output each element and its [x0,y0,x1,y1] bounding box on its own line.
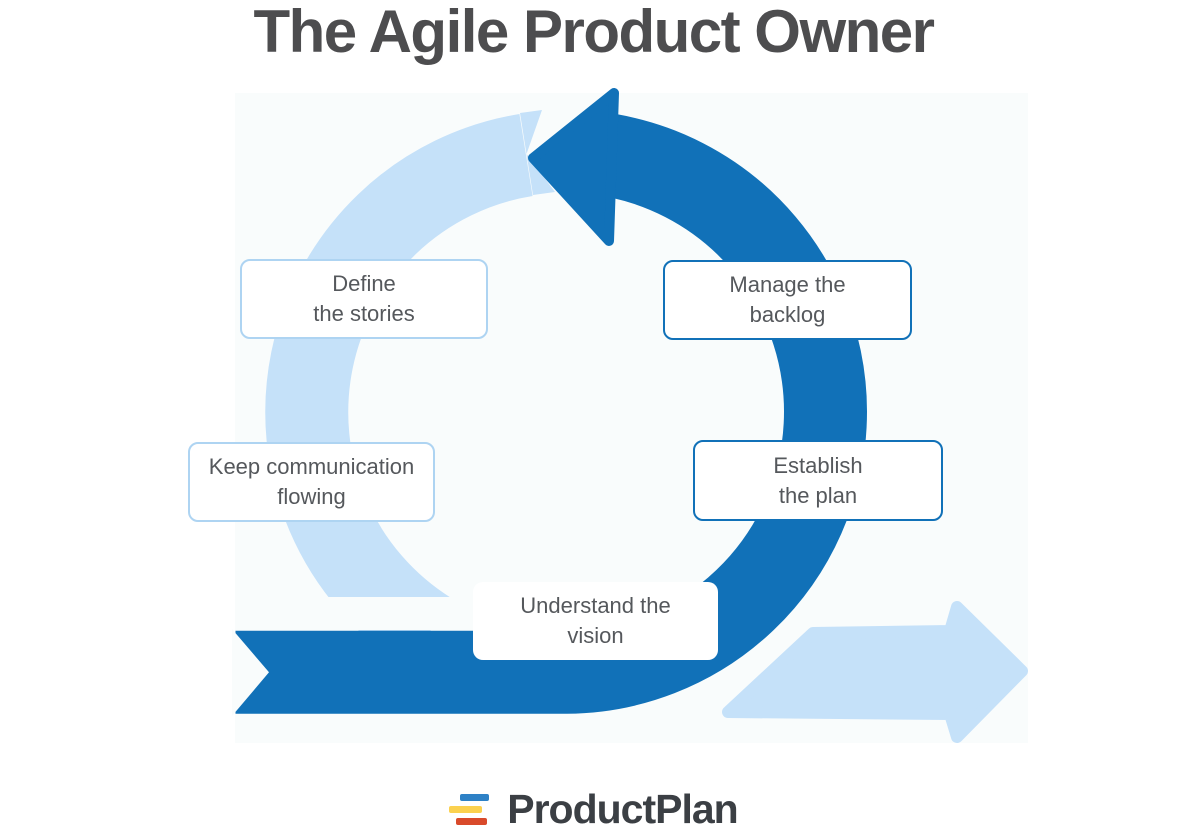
dark-arrowhead-icon [528,88,619,246]
brand-name: ProductPlan [507,786,738,828]
step-label-line: backlog [749,302,826,327]
step-box-keep-communication-flowing: Keep communication flowing [188,442,435,522]
logo-bar-yellow-icon [449,806,483,813]
step-box-manage-backlog: Manage the backlog [663,260,912,340]
logo-bar-red-icon [456,818,488,825]
step-label-line: Keep communication [208,454,415,479]
step-label-line: the stories [313,301,415,326]
step-label-line: Establish [773,452,863,478]
exit-arrow-icon [722,601,1028,743]
light-arc-tail-notch-icon [520,110,555,195]
step-label-line: Understand the [520,593,671,618]
logo-bar-blue-icon [460,794,490,801]
productplan-logo-icon [449,794,493,825]
step-label-line: the plan [778,482,858,508]
step-box-define-stories: Define the stories [240,259,488,339]
light-arc-end-cut [300,597,470,630]
step-label-line: vision [567,623,624,648]
step-box-understand-vision: Understand the vision [473,582,718,660]
step-label-line: Manage the [729,272,846,297]
page-title: The Agile Product Owner [253,0,935,65]
step-label-line: Define [332,271,396,296]
step-box-establish-plan: Establish the plan [693,440,943,521]
step-label-line: flowing [277,484,346,509]
productplan-logo: ProductPlan [0,786,1187,828]
dark-arc-tail-notch-icon [232,629,269,716]
cycle-arc-light-icon [265,114,534,669]
